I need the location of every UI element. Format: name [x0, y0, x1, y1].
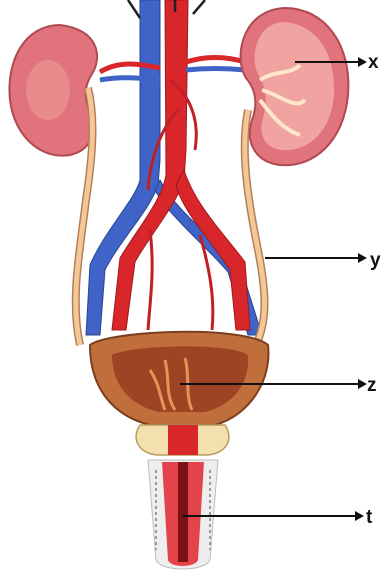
label-t: t	[366, 507, 373, 528]
label-y: y	[370, 250, 381, 271]
left-kidney	[9, 25, 97, 156]
blood-vessels	[86, 0, 262, 335]
prostate	[136, 425, 229, 455]
bladder	[90, 332, 268, 425]
urethra	[148, 460, 218, 569]
label-x: x	[368, 52, 379, 73]
label-z: z	[367, 375, 377, 396]
right-kidney-section	[241, 8, 349, 165]
